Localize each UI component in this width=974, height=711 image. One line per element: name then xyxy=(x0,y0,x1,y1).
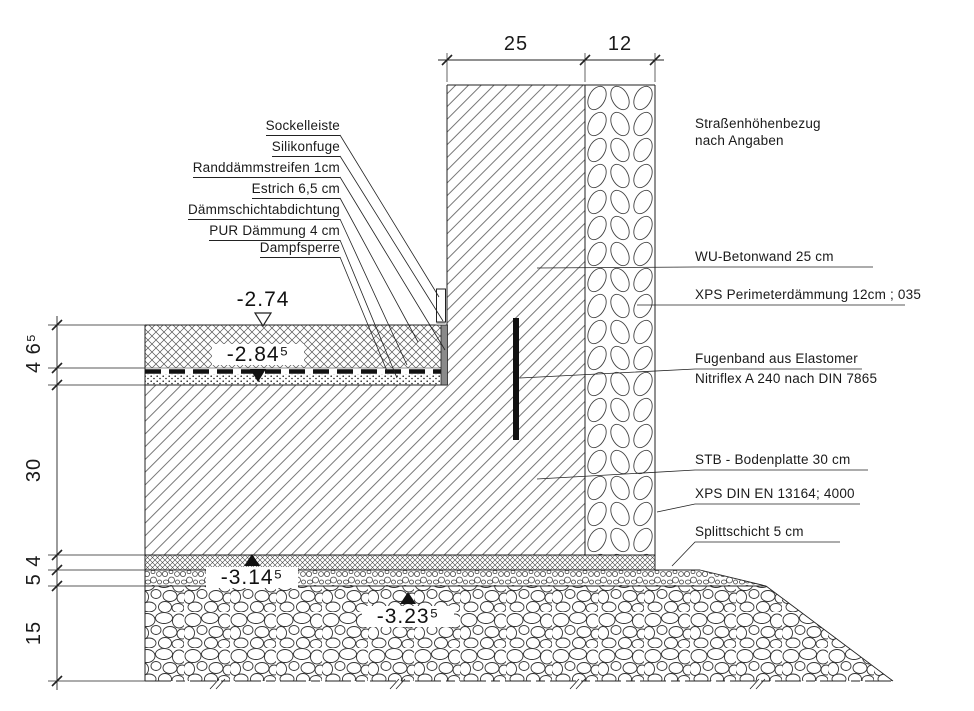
elevation-marker-filled-up2-icon xyxy=(400,592,416,604)
elevation-slab-underside: -3.14⁵ xyxy=(206,567,298,588)
label-xps-perimeterdaemmung: XPS Perimeterdämmung 12cm ; 035 xyxy=(695,287,922,302)
leader-lines-right xyxy=(519,266,905,567)
edge-insulation-strip xyxy=(440,324,448,386)
callout-silikonfuge: Silikonfuge xyxy=(271,139,340,157)
splitt-layer xyxy=(145,570,766,586)
street-reference-note-line1: Straßenhöhenbezug xyxy=(695,116,821,131)
structure-outlines xyxy=(144,84,894,682)
gravel-layer xyxy=(145,586,893,681)
elevation-markers xyxy=(244,312,416,604)
elevation-finished-floor: -2.74 xyxy=(236,288,290,311)
callout-pur-daemmung: PUR Dämmung 4 cm xyxy=(209,223,340,241)
skirting-board xyxy=(436,288,446,323)
dim-gravel-thickness: 15 xyxy=(23,621,45,645)
silicone-joint xyxy=(436,322,446,325)
dim-wall-width: 25 xyxy=(504,33,528,55)
label-splittschicht: Splittschicht 5 cm xyxy=(695,524,804,539)
break-line xyxy=(145,678,893,690)
dimension-left xyxy=(48,316,145,690)
callout-daemmschichtabdichtung: Dämmschichtabdichtung xyxy=(187,202,340,220)
elevation-screed-base: -2.84⁵ xyxy=(212,344,304,365)
label-fugenband-line1: Fugenband aus Elastomer xyxy=(695,351,858,366)
callout-dampfsperre: Dampfsperre xyxy=(259,240,340,258)
xps-perimeter-insulation xyxy=(585,85,655,555)
concrete-wall-and-slab xyxy=(145,85,585,555)
label-xps-din: XPS DIN EN 13164; 4000 xyxy=(695,486,855,501)
label-fugenband-line2: Nitriflex A 240 nach DIN 7865 xyxy=(695,371,878,386)
elevation-marker-filled-up-icon xyxy=(244,554,260,566)
callout-sockelleiste: Sockelleiste xyxy=(265,118,340,136)
callout-randdaemmstreifen: Randdämmstreifen 1cm xyxy=(192,160,340,178)
leader-lines-left xyxy=(339,134,446,379)
joint-tape-bar xyxy=(513,318,519,440)
callout-estrich: Estrich 6,5 cm xyxy=(251,181,340,199)
dim-slab-thickness: 30 xyxy=(23,458,45,482)
elevation-marker-open-icon xyxy=(253,312,273,328)
pur-insulation-layer xyxy=(145,374,441,385)
dim-sub-layers: 5 4 xyxy=(23,555,45,586)
elevation-gravel-top: -3.23⁵ xyxy=(362,606,454,627)
elevation-marker-filled-down-icon xyxy=(250,369,266,382)
label-wu-betonwand: WU-Betonwand 25 cm xyxy=(695,249,834,264)
street-reference-note-line2: nach Angaben xyxy=(695,133,784,148)
dim-insulation-width: 12 xyxy=(608,33,632,55)
dimension-top xyxy=(438,53,664,82)
under-slab-xps-layer xyxy=(145,555,655,570)
label-stb-bodenplatte: STB - Bodenplatte 30 cm xyxy=(695,452,851,467)
dim-floor-layers: 4 6⁵ xyxy=(23,333,45,373)
